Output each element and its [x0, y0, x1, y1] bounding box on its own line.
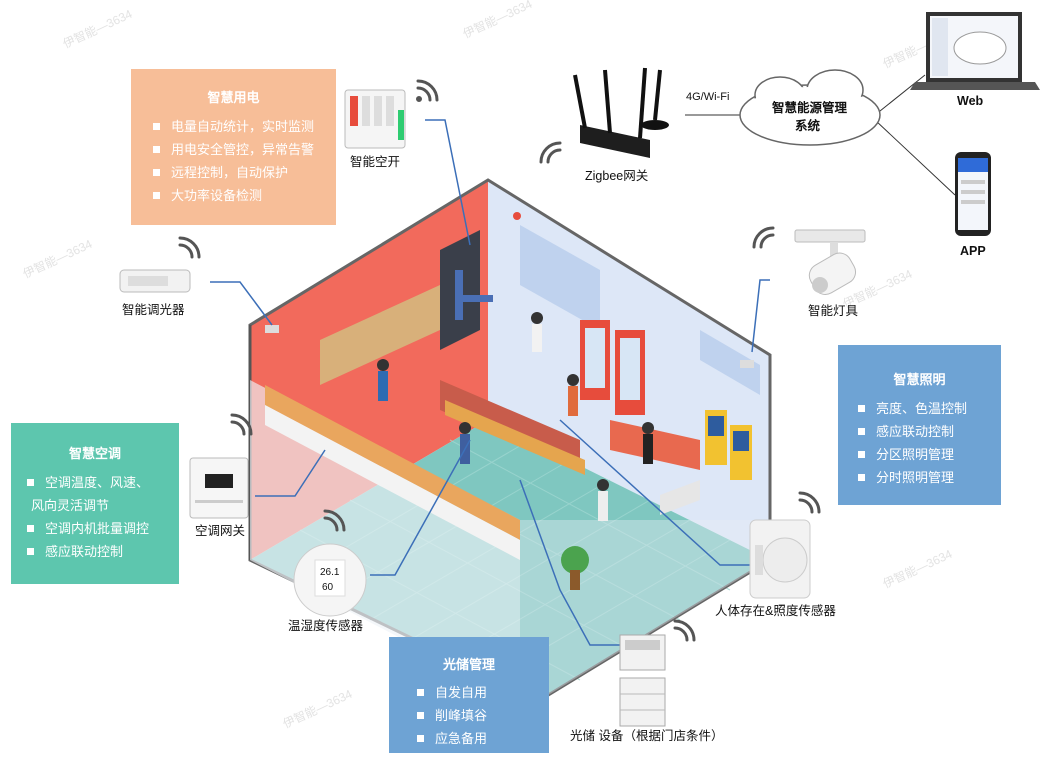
panel-lighting-item: 分区照明管理 — [854, 443, 1001, 466]
panel-aircon-item: 感应联动控制 — [23, 540, 179, 563]
th-hum-readout: 60 — [322, 582, 334, 593]
label-breaker: 智能空开 — [350, 154, 400, 169]
store-room — [248, 178, 772, 702]
label-web: Web — [957, 94, 984, 108]
panel-lighting-item: 感应联动控制 — [854, 420, 1001, 443]
wifi-icon — [798, 491, 821, 514]
lamp-device — [794, 229, 866, 295]
panel-storage: 光储管理 自发自用 削峰填谷 应急备用 — [389, 637, 549, 753]
panel-power-item: 大功率设备检测 — [149, 184, 336, 207]
panel-lighting-item: 分时照明管理 — [854, 466, 1001, 489]
panel-aircon-item: 风向灵活调节 — [31, 498, 110, 513]
panel-lighting: 智慧照明 亮度、色温控制 感应联动控制 分区照明管理 分时照明管理 — [838, 345, 1001, 505]
label-link: 4G/Wi-Fi — [686, 91, 729, 103]
label-gateway: Zigbee网关 — [585, 169, 648, 183]
wifi-icon — [323, 509, 346, 532]
wifi-icon — [673, 619, 696, 642]
panel-power-title: 智慧用电 — [207, 90, 260, 105]
panel-power-item: 电量自动统计，实时监测 — [149, 115, 336, 138]
label-lamp: 智能灯具 — [808, 303, 859, 318]
pv-storage-device — [619, 634, 666, 727]
panel-aircon-item: 空调温度、风速、 — [23, 471, 179, 494]
wifi-icon — [230, 413, 253, 436]
ac-gateway-device — [189, 457, 249, 519]
connector-lines — [210, 74, 956, 646]
label-cloud-2: 系统 — [795, 118, 821, 133]
th-sensor-device: 26.1 60 — [293, 543, 367, 617]
panel-power: 智慧用电 电量自动统计，实时监测 用电安全管控，异常告警 远程控制，自动保护 大… — [131, 69, 336, 225]
panel-storage-item: 自发自用 — [413, 681, 549, 704]
wifi-icon — [752, 226, 775, 249]
gateway-device — [573, 67, 669, 158]
phone-icon — [955, 152, 991, 236]
presence-sensor-device — [749, 519, 811, 599]
wifi-icon — [416, 79, 439, 102]
label-th-sensor: 温湿度传感器 — [288, 618, 364, 633]
panel-lighting-title: 智慧照明 — [893, 372, 946, 387]
panel-aircon-title: 智慧空调 — [68, 446, 121, 461]
label-pv-storage: 光储 设备（根据门店条件） — [570, 728, 723, 743]
panel-aircon-item: 空调内机批量调控 — [23, 517, 179, 540]
panel-lighting-item: 亮度、色温控制 — [854, 397, 1001, 420]
front-shelves — [265, 385, 520, 560]
label-app: APP — [960, 244, 986, 258]
label-ac-gateway: 空调网关 — [195, 524, 245, 538]
dimmer-device — [119, 269, 191, 293]
panel-storage-item: 削峰填谷 — [413, 704, 549, 727]
label-dimmer: 智能调光器 — [122, 302, 185, 317]
breaker-device — [344, 89, 406, 149]
panel-power-item: 远程控制，自动保护 — [149, 161, 336, 184]
cloud-shape — [739, 69, 881, 146]
wifi-icon — [178, 236, 201, 259]
wifi-icon — [539, 141, 562, 164]
wifi-icon-group — [178, 79, 821, 642]
laptop-icon — [910, 12, 1040, 90]
panel-storage-title: 光储管理 — [442, 657, 495, 672]
panel-power-item: 用电安全管控，异常告警 — [149, 138, 336, 161]
panel-storage-item: 应急备用 — [413, 727, 549, 750]
label-presence-sensor: 人体存在&照度传感器 — [715, 603, 836, 618]
th-temp-readout: 26.1 — [320, 567, 340, 578]
panel-aircon: 智慧空调 空调温度、风速、 风向灵活调节 空调内机批量调控 感应联动控制 — [11, 423, 179, 584]
label-cloud-1: 智慧能源管理 — [771, 100, 848, 115]
